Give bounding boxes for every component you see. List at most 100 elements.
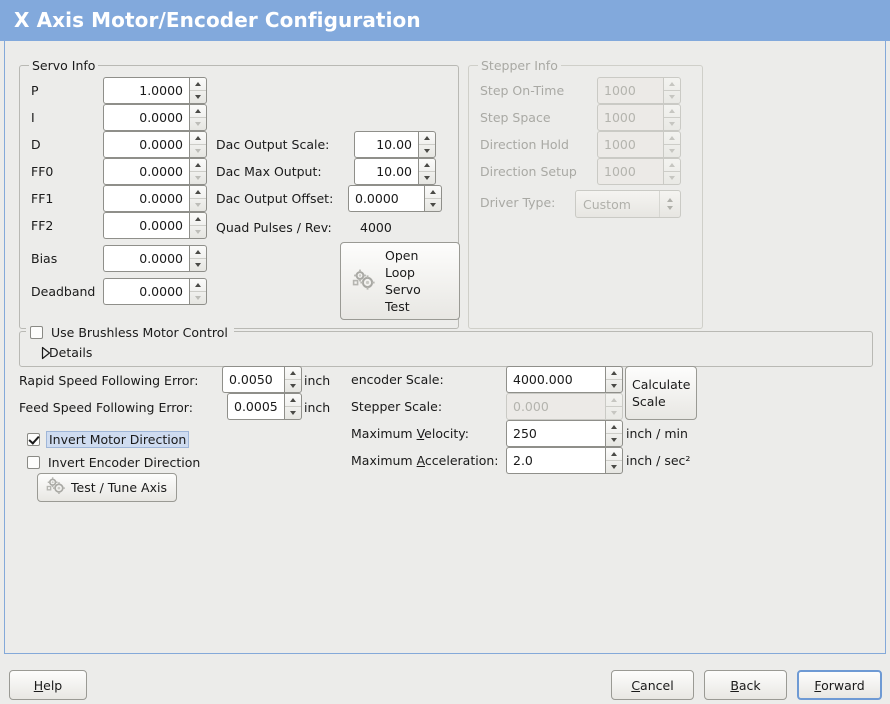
maximum-acceleration-spin[interactable]: 2.0: [506, 447, 623, 474]
servo-spin-bias-value[interactable]: 0.0000: [103, 245, 189, 272]
open-loop-line-3: Servo: [385, 282, 421, 297]
spin-down-icon[interactable]: [190, 291, 206, 304]
dac-max-output-value[interactable]: 10.00: [354, 158, 418, 185]
spin-down-icon[interactable]: [606, 433, 622, 446]
servo-spin-d[interactable]: 0.0000: [103, 131, 207, 158]
spin-down-icon[interactable]: [285, 406, 301, 419]
spin-down-icon[interactable]: [425, 198, 441, 211]
cancel-button[interactable]: Cancel: [611, 670, 694, 700]
servo-spin-bias[interactable]: 0.0000: [103, 245, 207, 272]
encoder-scale-buttons[interactable]: [605, 366, 623, 393]
encoder-scale-spin[interactable]: 4000.000: [506, 366, 623, 393]
servo-spin-ff1-value[interactable]: 0.0000: [103, 185, 189, 212]
checkbox-box-icon[interactable]: [30, 326, 43, 339]
spin-up-icon[interactable]: [190, 105, 206, 117]
rapid-following-error-value[interactable]: 0.0050: [222, 366, 284, 393]
servo-spin-deadband-buttons[interactable]: [189, 278, 207, 305]
invert-encoder-direction-checkbox[interactable]: Invert Encoder Direction: [27, 454, 202, 471]
dac-output-scale-buttons[interactable]: [418, 131, 436, 158]
rapid-following-error-spin[interactable]: 0.0050: [222, 366, 302, 393]
spin-up-icon[interactable]: [190, 279, 206, 291]
maximum-velocity-value[interactable]: 250: [506, 420, 605, 447]
spin-down-icon[interactable]: [419, 171, 435, 184]
servo-spin-ff0[interactable]: 0.0000: [103, 158, 207, 185]
test-tune-axis-button[interactable]: Test / Tune Axis: [37, 473, 177, 502]
maximum-acceleration-buttons[interactable]: [605, 447, 623, 474]
details-expander[interactable]: Details: [32, 345, 92, 360]
spin-up-icon[interactable]: [190, 186, 206, 198]
spin-up-icon[interactable]: [285, 394, 301, 406]
servo-spin-p[interactable]: 1.0000: [103, 77, 207, 104]
dac-output-scale-value[interactable]: 10.00: [354, 131, 418, 158]
open-loop-servo-test-button[interactable]: Open Loop Servo Test: [340, 242, 460, 320]
spin-down-icon[interactable]: [606, 460, 622, 473]
spin-down-icon[interactable]: [285, 379, 301, 392]
use-brushless-motor-control-checkbox[interactable]: Use Brushless Motor Control: [30, 324, 230, 341]
spin-up-icon[interactable]: [419, 132, 435, 144]
servo-spin-ff1-buttons[interactable]: [189, 185, 207, 212]
spin-up-icon[interactable]: [285, 367, 301, 379]
servo-spin-ff2[interactable]: 0.0000: [103, 212, 207, 239]
servo-spin-deadband-value[interactable]: 0.0000: [103, 278, 189, 305]
maximum-velocity-spin[interactable]: 250: [506, 420, 623, 447]
rapid-following-error-buttons[interactable]: [284, 366, 302, 393]
servo-spin-ff0-buttons[interactable]: [189, 158, 207, 185]
servo-spin-i-buttons[interactable]: [189, 104, 207, 131]
spin-down-icon[interactable]: [419, 144, 435, 157]
spin-up-icon[interactable]: [606, 448, 622, 460]
feed-following-error-value[interactable]: 0.0005: [227, 393, 284, 420]
spin-down-icon[interactable]: [190, 144, 206, 157]
calculate-scale-button[interactable]: Calculate Scale: [625, 366, 697, 420]
servo-spin-ff1[interactable]: 0.0000: [103, 185, 207, 212]
spin-down-icon[interactable]: [606, 379, 622, 392]
direction-setup-label: Direction Setup: [480, 164, 577, 179]
feed-following-error-spin[interactable]: 0.0005: [227, 393, 302, 420]
encoder-scale-value[interactable]: 4000.000: [506, 366, 605, 393]
invert-motor-direction-checkbox[interactable]: Invert Motor Direction: [27, 431, 190, 448]
servo-spin-i[interactable]: 0.0000: [103, 104, 207, 131]
servo-spin-p-buttons[interactable]: [189, 77, 207, 104]
checkbox-box-icon[interactable]: [27, 433, 40, 446]
servo-spin-ff2-buttons[interactable]: [189, 212, 207, 239]
feed-following-error-buttons[interactable]: [284, 393, 302, 420]
maximum-acceleration-value[interactable]: 2.0: [506, 447, 605, 474]
stepper-info-legend: Stepper Info: [478, 58, 561, 73]
servo-spin-ff0-value[interactable]: 0.0000: [103, 158, 189, 185]
spin-down-icon[interactable]: [190, 171, 206, 184]
checkbox-box-icon[interactable]: [27, 456, 40, 469]
spin-down-icon[interactable]: [190, 117, 206, 130]
forward-button-label: Forward: [814, 678, 864, 693]
spin-down-icon[interactable]: [190, 198, 206, 211]
spin-down-icon[interactable]: [190, 225, 206, 238]
spin-up-icon[interactable]: [419, 159, 435, 171]
spin-up-icon[interactable]: [425, 186, 441, 198]
forward-button[interactable]: Forward: [797, 670, 882, 700]
dac-max-output-spin[interactable]: 10.00: [354, 158, 436, 185]
spin-up-icon[interactable]: [190, 159, 206, 171]
maximum-velocity-buttons[interactable]: [605, 420, 623, 447]
spin-up-icon[interactable]: [190, 78, 206, 90]
servo-spin-i-value[interactable]: 0.0000: [103, 104, 189, 131]
spin-up-icon[interactable]: [190, 132, 206, 144]
servo-spin-deadband[interactable]: 0.0000: [103, 278, 207, 305]
servo-spin-d-buttons[interactable]: [189, 131, 207, 158]
dac-max-output-buttons[interactable]: [418, 158, 436, 185]
servo-spin-p-value[interactable]: 1.0000: [103, 77, 189, 104]
spin-down-icon[interactable]: [190, 90, 206, 103]
servo-label-ff1: FF1: [31, 191, 54, 206]
spin-up-icon[interactable]: [190, 246, 206, 258]
dac-output-offset-buttons[interactable]: [424, 185, 442, 212]
spin-up-icon[interactable]: [606, 367, 622, 379]
servo-spin-d-value[interactable]: 0.0000: [103, 131, 189, 158]
chevron-right-icon[interactable]: [32, 346, 51, 359]
spin-up-icon[interactable]: [606, 421, 622, 433]
servo-spin-ff2-value[interactable]: 0.0000: [103, 212, 189, 239]
dac-output-scale-spin[interactable]: 10.00: [354, 131, 436, 158]
servo-spin-bias-buttons[interactable]: [189, 245, 207, 272]
back-button[interactable]: Back: [704, 670, 787, 700]
spin-down-icon[interactable]: [190, 258, 206, 271]
spin-up-icon[interactable]: [190, 213, 206, 225]
dac-output-offset-spin[interactable]: 0.0000: [348, 185, 442, 212]
dac-output-offset-value[interactable]: 0.0000: [348, 185, 424, 212]
help-button[interactable]: Help: [9, 670, 87, 700]
